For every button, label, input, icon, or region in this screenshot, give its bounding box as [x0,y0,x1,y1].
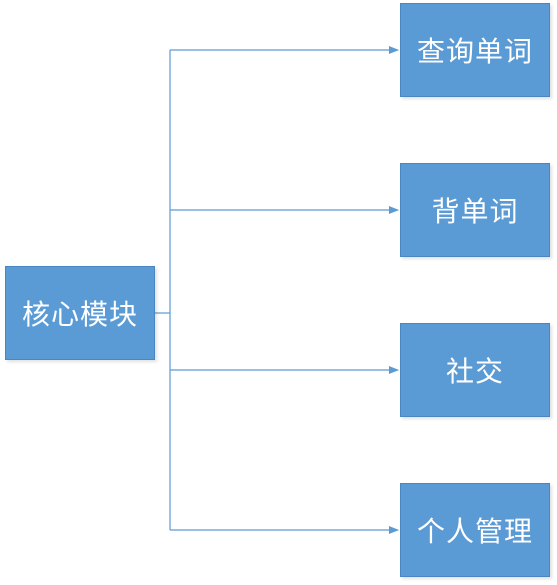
child-node-label: 背单词 [431,195,519,228]
child-node-personal-management: 个人管理 [400,483,550,577]
child-node-label: 查询单词 [416,35,533,68]
root-node-label: 核心模块 [21,298,138,331]
child-node-memorize-word: 背单词 [400,163,550,257]
child-node-social: 社交 [400,323,550,417]
child-node-label: 个人管理 [416,515,533,548]
child-node-label: 社交 [445,355,504,388]
child-node-query-word: 查询单词 [400,3,550,97]
root-node-core-module: 核心模块 [5,266,155,360]
